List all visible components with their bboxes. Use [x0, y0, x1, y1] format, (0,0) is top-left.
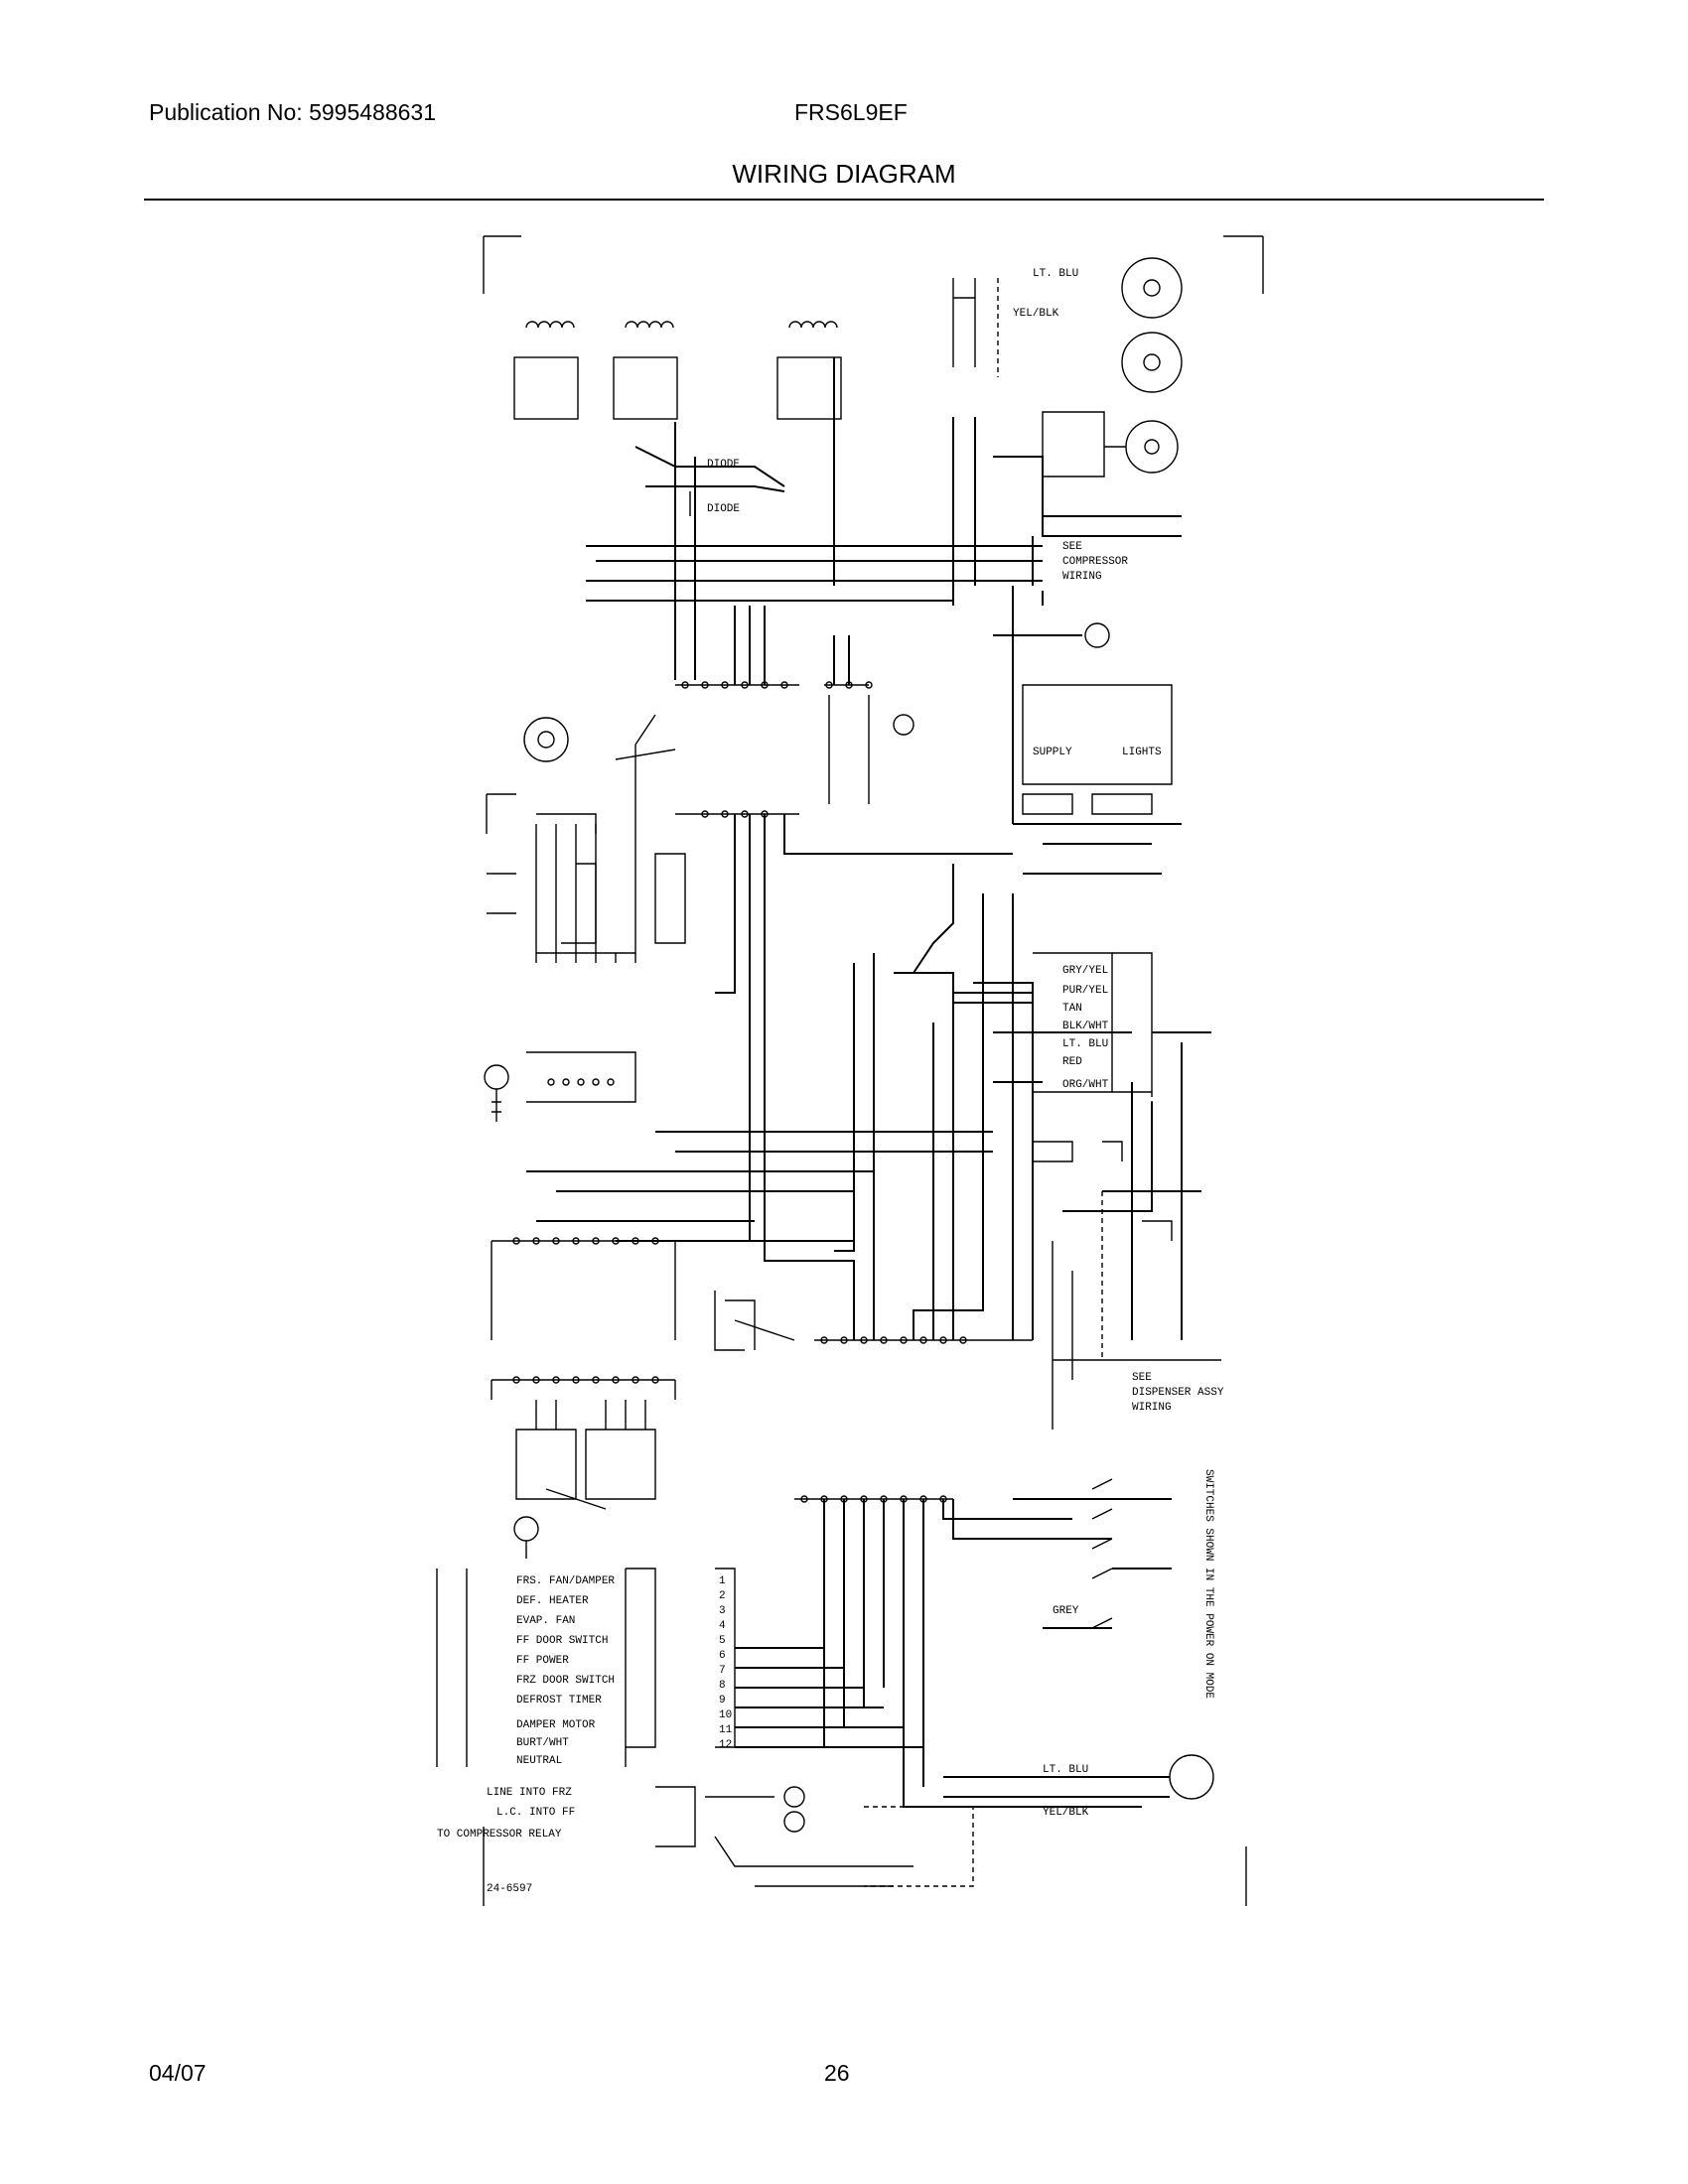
lower-connector-row — [794, 1495, 1172, 1808]
lower-left-terminals — [491, 1237, 676, 1400]
svg-text:DIODE: DIODE — [707, 459, 740, 471]
svg-text:RED: RED — [1062, 1056, 1082, 1068]
lights-box: SUPPLY LIGHTS — [1013, 684, 1182, 845]
mid-connector: GRY/YEL PUR/YEL TAN BLK/WHT LT. BLU RED … — [1033, 952, 1153, 1360]
page-title: WIRING DIAGRAM — [732, 159, 956, 189]
svg-text:EVAP. FAN: EVAP. FAN — [516, 1615, 575, 1627]
right-switches — [1091, 1478, 1113, 1629]
header-divider — [144, 199, 1544, 201]
svg-text:LT. BLU: LT. BLU — [1033, 268, 1078, 280]
left-components — [486, 714, 686, 963]
terminal-block-numbers: 1 2 3 4 5 6 7 8 9 10 11 12 — [715, 1568, 923, 1751]
svg-text:WIRING: WIRING — [1062, 571, 1102, 583]
side-note: SWITCHES SHOWN IN THE POWER ON MODE — [1202, 1469, 1214, 1699]
diode-area: DIODE DIODE — [634, 446, 785, 516]
svg-text:DEFROST TIMER: DEFROST TIMER — [516, 1695, 602, 1706]
svg-text:FRZ DOOR SWITCH: FRZ DOOR SWITCH — [516, 1675, 615, 1687]
svg-text:12: 12 — [719, 1739, 732, 1751]
footer-date: 04/07 — [149, 2060, 207, 2086]
svg-text:DIODE: DIODE — [707, 503, 740, 515]
svg-text:DISPENSER ASSY: DISPENSER ASSY — [1132, 1387, 1224, 1399]
svg-text:LT. BLU: LT. BLU — [1043, 1764, 1088, 1776]
svg-text:LINE INTO FRZ: LINE INTO FRZ — [487, 1787, 572, 1799]
svg-text:DAMPER MOTOR: DAMPER MOTOR — [516, 1719, 596, 1731]
svg-text:FRS. FAN/DAMPER: FRS. FAN/DAMPER — [516, 1575, 615, 1587]
svg-text:BLK/WHT: BLK/WHT — [1062, 1021, 1109, 1032]
top-wire-labels: LT. BLU YEL/BLK — [1013, 268, 1078, 320]
svg-text:2: 2 — [719, 1590, 726, 1602]
svg-text:NEUTRAL: NEUTRAL — [516, 1755, 562, 1767]
svg-text:SUPPLY: SUPPLY — [1033, 747, 1072, 758]
svg-text:COMPRESSOR: COMPRESSOR — [1062, 556, 1128, 568]
svg-text:5: 5 — [719, 1635, 726, 1647]
svg-text:4: 4 — [719, 1620, 726, 1632]
svg-text:GRY/YEL: GRY/YEL — [1062, 965, 1108, 977]
upper-terminal-strip — [675, 681, 914, 818]
dispenser-note: SEE DISPENSER ASSY WIRING — [1052, 1241, 1224, 1430]
svg-text:9: 9 — [719, 1695, 726, 1706]
diagram-frame — [483, 235, 1264, 1906]
svg-text:WIRING: WIRING — [1132, 1402, 1172, 1414]
relay-box: LINE INTO FRZ L.C. INTO FF TO COMPRESSOR… — [437, 1786, 974, 1887]
svg-text:PUR/YEL: PUR/YEL — [1062, 985, 1108, 997]
publication-number: Publication No: 5995488631 — [149, 99, 437, 125]
svg-text:TO COMPRESSOR RELAY: TO COMPRESSOR RELAY — [437, 1829, 562, 1841]
svg-text:YEL/BLK: YEL/BLK — [1013, 308, 1059, 320]
svg-text:DEF. HEATER: DEF. HEATER — [516, 1595, 589, 1607]
central-runs — [526, 814, 1211, 1340]
svg-text:FF POWER: FF POWER — [516, 1655, 569, 1667]
footer-page-number: 26 — [824, 2060, 850, 2086]
motors-top-right — [1042, 257, 1183, 478]
svg-text:SEE: SEE — [1062, 541, 1082, 553]
heater-block — [513, 1400, 656, 1559]
upper-bus — [586, 357, 1182, 824]
svg-text:L.C. INTO FF: L.C. INTO FF — [496, 1807, 575, 1819]
svg-text:ORG/WHT: ORG/WHT — [1062, 1079, 1109, 1091]
compressor-note: SEE COMPRESSOR WIRING — [1062, 541, 1128, 583]
svg-text:LIGHTS: LIGHTS — [1122, 747, 1162, 758]
svg-text:11: 11 — [719, 1724, 733, 1736]
svg-text:10: 10 — [719, 1709, 732, 1721]
drawing-number: 24-6597 — [487, 1883, 532, 1895]
lamp-socket — [484, 1051, 636, 1122]
svg-text:FF DOOR SWITCH: FF DOOR SWITCH — [516, 1635, 608, 1647]
svg-text:7: 7 — [719, 1665, 726, 1677]
defrost-thermostat — [993, 622, 1110, 648]
svg-text:SEE: SEE — [1132, 1372, 1152, 1384]
top-coils — [513, 278, 999, 420]
svg-text:6: 6 — [719, 1650, 726, 1662]
svg-text:LT. BLU: LT. BLU — [1062, 1038, 1108, 1050]
svg-text:1: 1 — [719, 1575, 726, 1587]
defrost-timer — [714, 1291, 1033, 1351]
connector-legend: FRS. FAN/DAMPER DEF. HEATER EVAP. FAN FF… — [436, 1568, 656, 1767]
svg-text:3: 3 — [719, 1605, 726, 1617]
svg-text:8: 8 — [719, 1680, 726, 1692]
model-number: FRS6L9EF — [794, 99, 908, 125]
svg-text:BURT/WHT: BURT/WHT — [516, 1737, 569, 1749]
lower-right-light: LT. BLU YEL/BLK GREY — [943, 1605, 1214, 1819]
svg-text:TAN: TAN — [1062, 1003, 1082, 1015]
svg-text:GREY: GREY — [1053, 1605, 1079, 1617]
fan-motor-mid — [1033, 1141, 1173, 1241]
svg-text:YEL/BLK: YEL/BLK — [1043, 1807, 1089, 1819]
